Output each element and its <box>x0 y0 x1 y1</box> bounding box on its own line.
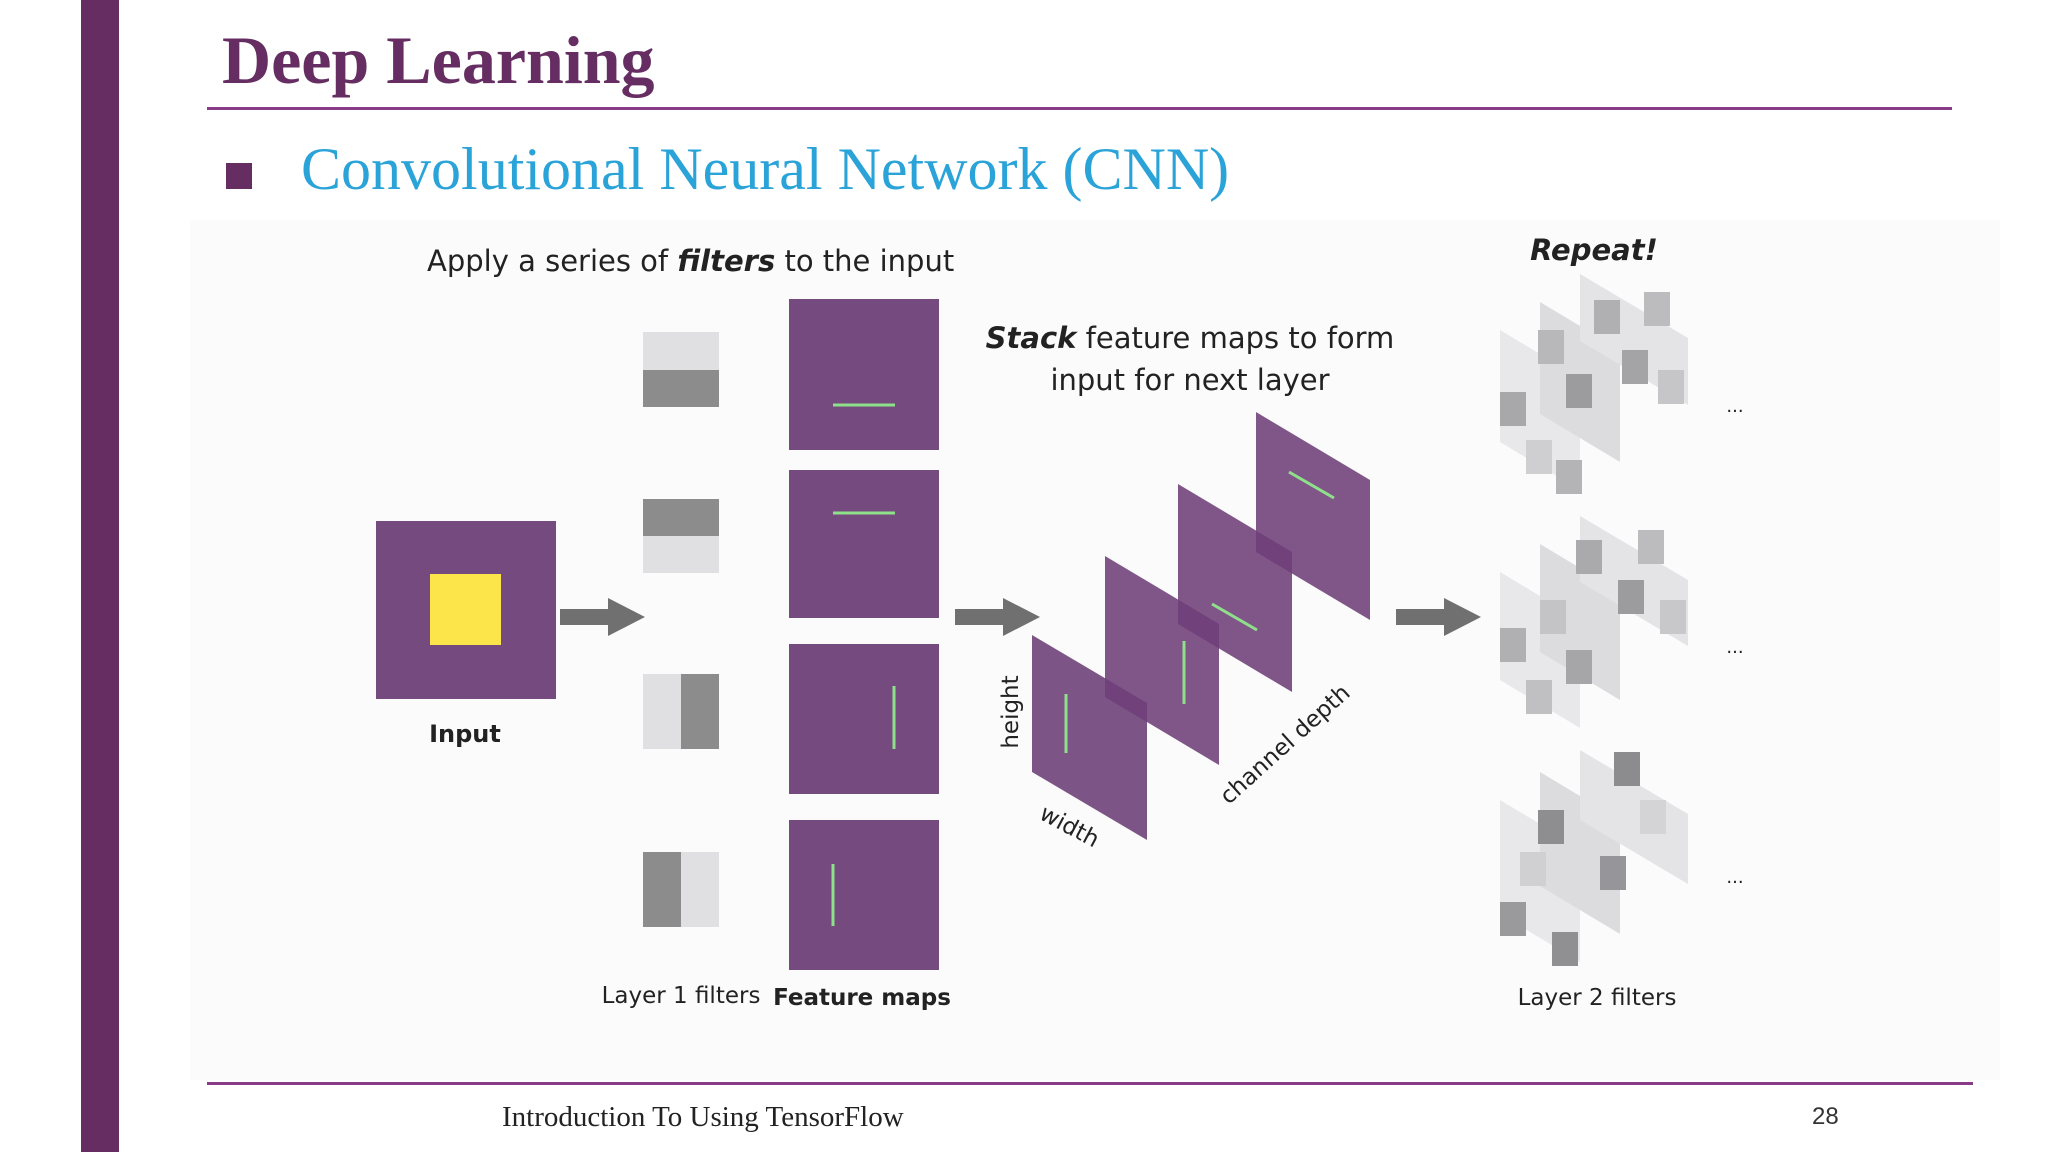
feature-map-vertical-right <box>789 644 939 794</box>
side-accent-bar <box>81 0 119 1152</box>
layer2-filter-group-2 <box>1500 516 1688 728</box>
ellipsis-3: ... <box>1726 867 1743 888</box>
layer2-filters-label: Layer 2 filters <box>1518 985 1677 1011</box>
stack-caption-line1: Stack feature maps to form <box>986 321 1395 355</box>
height-axis-label: height <box>998 675 1024 748</box>
layer1-filter-bottom-edge <box>643 499 719 573</box>
width-axis-label: width <box>1035 800 1103 853</box>
layer2-filter-group-3 <box>1500 750 1688 966</box>
layer1-filter-right-edge <box>643 674 719 749</box>
feature-map-vertical-left <box>789 820 939 970</box>
channel-depth-axis-label: channel depth <box>1215 680 1355 810</box>
arrow-right-icon <box>560 598 645 636</box>
filters-caption: Apply a series of filters to the input <box>427 244 954 278</box>
stack-caption-line2: input for next layer <box>1050 363 1329 397</box>
footer-divider <box>207 1082 1973 1085</box>
input-label: Input <box>429 720 501 748</box>
page-number: 28 <box>1812 1103 1839 1130</box>
bullet-heading: Convolutional Neural Network (CNN) <box>301 136 1230 202</box>
input-square-feature <box>430 574 501 645</box>
layer1-filters-label: Layer 1 filters <box>602 983 761 1009</box>
arrow-right-icon <box>1396 598 1481 636</box>
feature-map-horizontal-high <box>789 470 939 618</box>
title-divider <box>207 107 1952 110</box>
slide-title: Deep Learning <box>222 22 655 98</box>
ellipsis-2: ... <box>1726 637 1743 658</box>
feature-maps-label: Feature maps <box>773 985 951 1011</box>
bullet-marker-icon <box>226 163 252 189</box>
layer1-filter-left-edge <box>643 852 719 927</box>
ellipsis-1: ... <box>1726 396 1743 417</box>
footer-text: Introduction To Using TensorFlow <box>502 1101 904 1133</box>
feature-map-horizontal-low <box>789 299 939 450</box>
stacked-feature-maps <box>1032 412 1370 840</box>
layer1-filter-top-edge <box>643 332 719 407</box>
arrow-right-icon <box>955 598 1040 636</box>
layer2-filter-group-1 <box>1500 274 1688 494</box>
repeat-caption: Repeat! <box>1530 233 1658 267</box>
